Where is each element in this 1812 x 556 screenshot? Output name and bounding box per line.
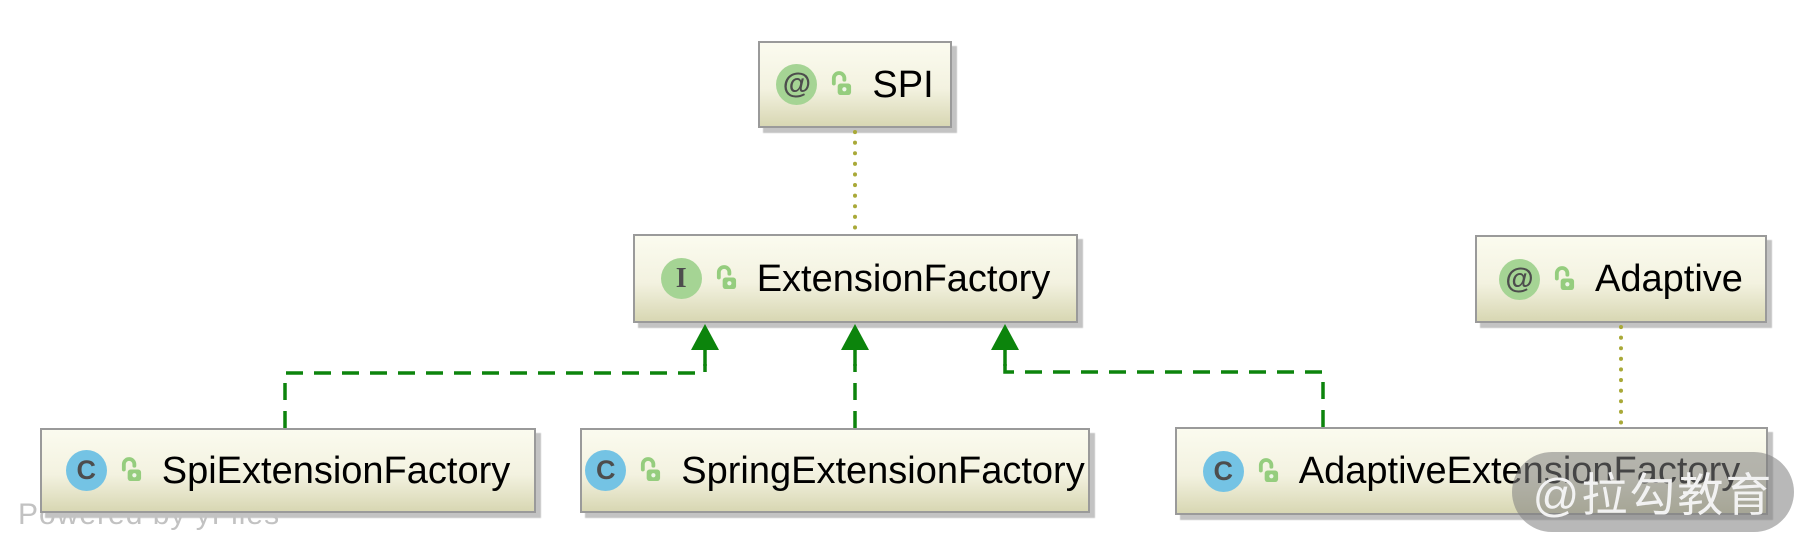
node-label: SpiExtensionFactory	[161, 449, 511, 492]
brand-watermark-text: @拉勾教育	[1532, 469, 1774, 521]
node-label: SpringExtensionFactory	[681, 449, 1085, 492]
class-icon: C	[65, 450, 107, 491]
edge-spring-extension-factory-implements[interactable]	[841, 324, 869, 428]
interface-glyph: I	[675, 262, 687, 294]
edge-adaptive-extension-factory-implements[interactable]	[991, 324, 1325, 427]
class-glyph: C	[76, 455, 97, 485]
arrowhead-icon	[991, 324, 1019, 350]
class-icon: C	[585, 450, 627, 491]
arrowhead-icon	[691, 324, 719, 350]
brand-watermark: @拉勾教育	[1512, 452, 1794, 532]
edge-spi-extension-factory-implements[interactable]	[283, 324, 719, 428]
open-lock-icon	[716, 265, 736, 290]
open-lock-icon	[832, 71, 852, 96]
arrowhead-icon	[841, 324, 869, 350]
node-spring-extension-factory[interactable]: C SpringExtensionFactory	[580, 428, 1090, 513]
interface-icon: I	[660, 258, 702, 299]
node-label: Adaptive	[1595, 258, 1743, 300]
class-glyph: C	[1213, 455, 1234, 486]
node-label: SPI	[872, 63, 934, 106]
node-spi-extension-factory[interactable]: C SpiExtensionFactory	[40, 428, 536, 513]
open-lock-icon	[1258, 457, 1278, 482]
annotation-icon: @	[1499, 258, 1541, 300]
open-lock-icon	[121, 457, 141, 482]
open-lock-icon	[1554, 265, 1575, 290]
annotation-icon: @	[776, 64, 818, 105]
annotation-glyph: @	[1505, 262, 1534, 295]
node-extension-factory[interactable]: I ExtensionFactory	[633, 234, 1078, 323]
annotation-glyph: @	[782, 68, 812, 100]
node-spi[interactable]: @ SPI	[758, 41, 952, 128]
open-lock-icon	[641, 457, 661, 482]
node-adaptive[interactable]: @ Adaptive	[1475, 235, 1767, 323]
node-label: ExtensionFactory	[756, 257, 1051, 300]
class-glyph: C	[596, 455, 616, 485]
class-icon: C	[1202, 450, 1244, 492]
